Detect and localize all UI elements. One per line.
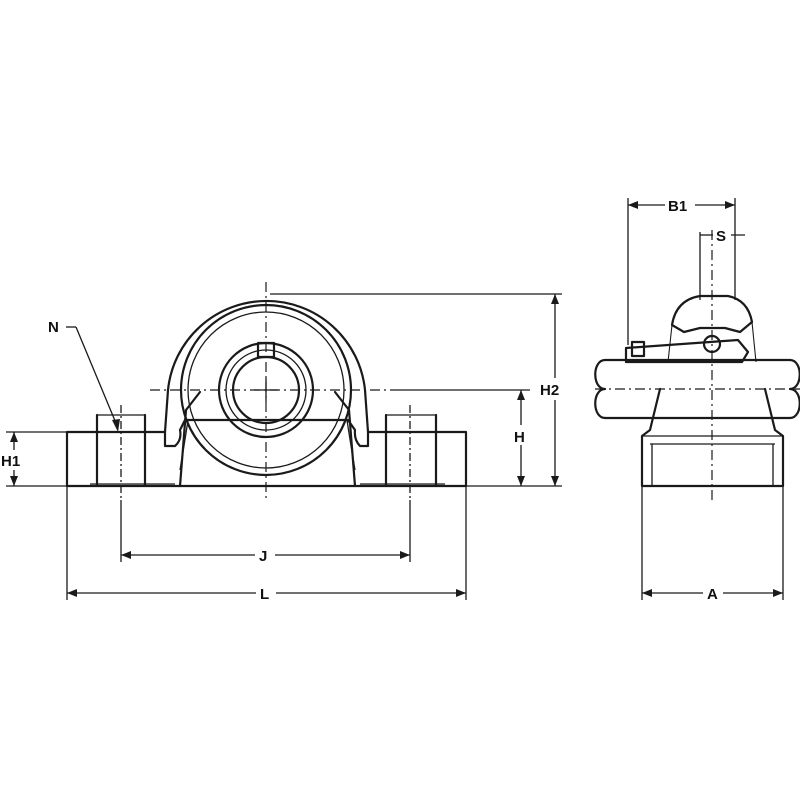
- dimension-L: L: [66, 486, 467, 603]
- side-view: B1 S A: [594, 195, 800, 603]
- right-bolt-slot: [384, 405, 438, 500]
- label-N: N: [48, 319, 59, 336]
- dimension-B1: B1: [627, 195, 736, 345]
- dimension-A: A: [641, 486, 784, 603]
- dimension-H2: H2: [270, 293, 572, 487]
- front-view: N H1 H: [0, 282, 572, 603]
- bearing-section: [624, 294, 757, 364]
- label-J: J: [259, 548, 267, 565]
- label-H1: H1: [1, 453, 20, 470]
- label-S: S: [716, 228, 726, 245]
- base-plate: [65, 418, 468, 488]
- dimension-J: J: [120, 500, 411, 565]
- label-H2: H2: [540, 382, 559, 399]
- label-A: A: [707, 586, 718, 603]
- dimension-S: S: [699, 225, 745, 300]
- label-L: L: [260, 586, 269, 603]
- dimension-N: N: [48, 319, 120, 432]
- dimension-H1: H1: [0, 431, 67, 487]
- label-H: H: [514, 429, 525, 446]
- dimension-H: H: [400, 389, 534, 487]
- label-B1: B1: [668, 198, 687, 215]
- housing-arch: [163, 299, 370, 434]
- left-bolt-slot: [95, 405, 147, 500]
